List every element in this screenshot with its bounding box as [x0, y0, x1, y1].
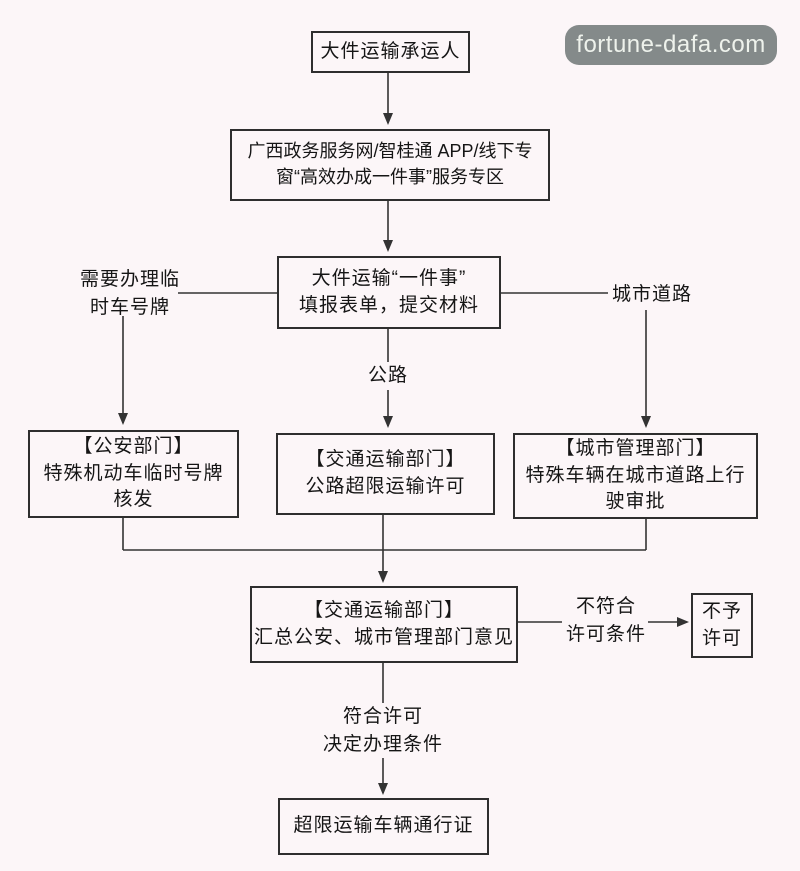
- node-city-mgmt-line2: 特殊车辆在城市道路上行: [525, 464, 746, 486]
- node-summary-line2: 汇总公安、城市管理部门意见: [253, 626, 514, 648]
- node-city-mgmt: 【城市管理部门】 特殊车辆在城市道路上行 驶审批: [513, 433, 758, 519]
- edge-label-highway: 公路: [356, 362, 420, 390]
- edge-label-highway-line1: 公路: [367, 365, 408, 386]
- node-transport-line1: 【交通运输部门】: [305, 449, 466, 471]
- edge-label-not-meet: 不符合 许可条件: [556, 593, 656, 648]
- node-denied: 不予 许可: [691, 593, 753, 658]
- edge-label-meet-line2: 决定办理条件: [322, 733, 443, 755]
- edge-label-city-road-line1: 城市道路: [611, 284, 692, 305]
- node-denied-line1: 不予: [701, 600, 742, 622]
- node-summary: 【交通运输部门】 汇总公安、城市管理部门意见: [250, 586, 518, 663]
- node-pass: 超限运输车辆通行证: [278, 798, 489, 855]
- node-transport-line2: 公路超限运输许可: [305, 476, 466, 497]
- node-carrier: 大件运输承运人: [311, 31, 470, 73]
- edge-label-temp-plate-line1: 需要办理临: [79, 269, 180, 290]
- node-portal: 广西政务服务网/智桂通 APP/线下专 窗“高效办成一件事”服务专区: [230, 129, 550, 201]
- watermark-text: fortune-dafa.com: [576, 31, 766, 58]
- edge-label-temp-plate-line2: 时车号牌: [89, 296, 170, 318]
- node-denied-line2: 许可: [701, 627, 742, 649]
- node-police-line3: 核发: [113, 489, 154, 511]
- node-one-thing-line1: 大件运输“一件事”: [311, 267, 467, 289]
- node-police-line2: 特殊机动车临时号牌: [43, 462, 224, 484]
- edge-label-meet: 符合许可 决定办理条件: [293, 703, 473, 759]
- node-city-mgmt-line1: 【城市管理部门】: [555, 437, 716, 459]
- watermark-badge: fortune-dafa.com: [565, 25, 777, 65]
- node-one-thing-line2: 填报表单，提交材料: [298, 294, 479, 316]
- edge-label-temp-plate: 需要办理临 时车号牌: [60, 266, 200, 321]
- edge-label-not-meet-line2: 许可条件: [565, 623, 646, 645]
- edge-label-meet-line1: 符合许可: [342, 706, 423, 727]
- node-summary-line1: 【交通运输部门】: [303, 599, 464, 621]
- node-one-thing: 大件运输“一件事” 填报表单，提交材料: [277, 256, 501, 329]
- edge-label-not-meet-line1: 不符合: [575, 596, 636, 617]
- node-transport: 【交通运输部门】 公路超限运输许可: [276, 433, 495, 515]
- node-portal-line2: 窗“高效办成一件事”服务专区: [276, 167, 504, 187]
- node-pass-line1: 超限运输车辆通行证: [293, 815, 474, 837]
- node-police: 【公安部门】 特殊机动车临时号牌 核发: [28, 430, 239, 518]
- node-carrier-line1: 大件运输承运人: [320, 40, 461, 62]
- edge-label-city-road: 城市道路: [606, 281, 698, 309]
- node-police-line1: 【公安部门】: [73, 435, 194, 457]
- node-portal-line1: 广西政务服务网/智桂通 APP/线下专: [247, 141, 533, 162]
- node-city-mgmt-line3: 驶审批: [605, 491, 666, 513]
